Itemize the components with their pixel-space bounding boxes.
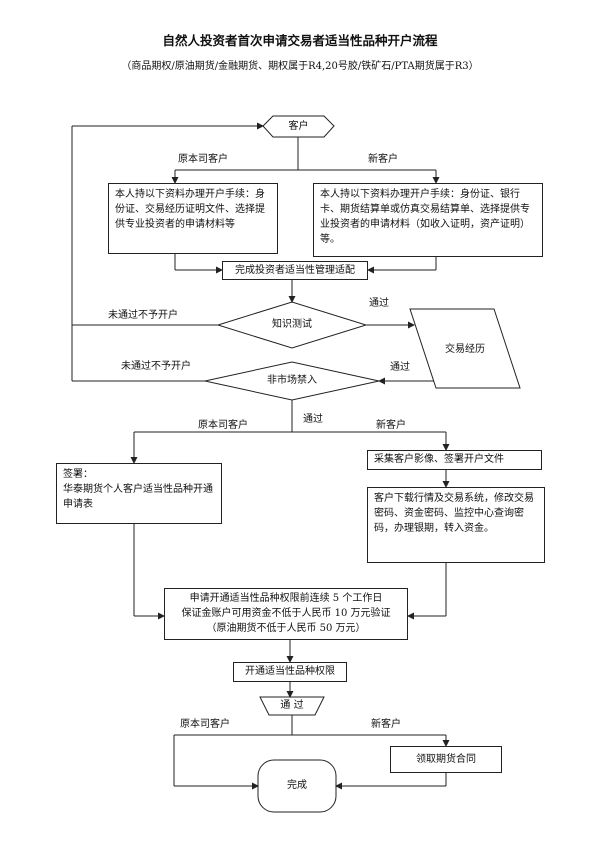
passed-label-2: 通过 <box>390 362 410 373</box>
passed-label-3: 通过 <box>303 414 323 425</box>
passed-label-1: 通过 <box>369 298 389 309</box>
apply-line-1: 申请开通适当性品种权限前连续 5 个工作日 <box>189 593 383 604</box>
download-system-box: 客户下载行情及交易系统，修改交易密码、资金密码、监控中心查询密码，办理银期，转入… <box>367 487 545 563</box>
label-existing-customer-1: 原本司客户 <box>178 154 228 165</box>
customer-label: 客户 <box>288 121 309 132</box>
pass-trapezoid <box>259 696 325 716</box>
apply-line-3: （原油期货不低于人民币 50 万元） <box>206 623 366 634</box>
receive-contract-box: 领取期货合同 <box>390 746 502 773</box>
new-customer-materials-box: 本人持以下资料办理开户手续：身份证、银行卡、期货结算单或仿真交易结算单、选择提供… <box>313 183 543 257</box>
page-title: 自然人投资者首次申请交易者适当性品种开户流程 <box>162 33 438 48</box>
label-existing-customer-3: 原本司客户 <box>180 719 230 730</box>
pass-trapezoid-label: 通 过 <box>280 700 304 711</box>
trading-experience-parallelogram <box>409 308 521 389</box>
existing-customer-materials-box: 本人持以下资料办理开户手续：身份证、交易经历证明文件、选择提供专业投资者的申请材… <box>108 183 278 254</box>
customer-hexagon <box>262 115 335 138</box>
not-passed-label-2: 未通过不予开户 <box>121 361 191 372</box>
knowledge-test-label: 知识测试 <box>272 319 312 330</box>
page-subtitle: （商品期权/原油期货/金融期货、期权属于R4,20号胶/铁矿石/PTA期货属于R… <box>121 61 479 72</box>
trading-experience-label: 交易经历 <box>445 344 485 355</box>
label-new-customer-2: 新客户 <box>376 420 406 431</box>
label-new-customer-3: 新客户 <box>371 719 401 730</box>
suitability-match-box: 完成投资者适当性管理适配 <box>222 261 368 280</box>
open-permission-box: 开通适当性品种权限 <box>233 662 347 682</box>
label-existing-customer-2: 原本司客户 <box>198 420 248 431</box>
label-new-customer-1: 新客户 <box>368 154 398 165</box>
collect-images-box: 采集客户影像、签署开户文件 <box>367 450 542 470</box>
apply-verification-box: 申请开通适当性品种权限前连续 5 个工作日 保证金账户可用资金不低于人民币 10… <box>164 588 408 640</box>
sign-application-box: 签署： 华泰期货个人客户适当性品种开通申请表 <box>56 463 222 524</box>
done-label: 完成 <box>287 780 307 791</box>
market-ban-label: 非市场禁入 <box>267 375 317 386</box>
apply-line-2: 保证金账户可用资金不低于人民币 10 万元验证 <box>181 608 391 619</box>
not-passed-label-1: 未通过不予开户 <box>108 310 178 321</box>
